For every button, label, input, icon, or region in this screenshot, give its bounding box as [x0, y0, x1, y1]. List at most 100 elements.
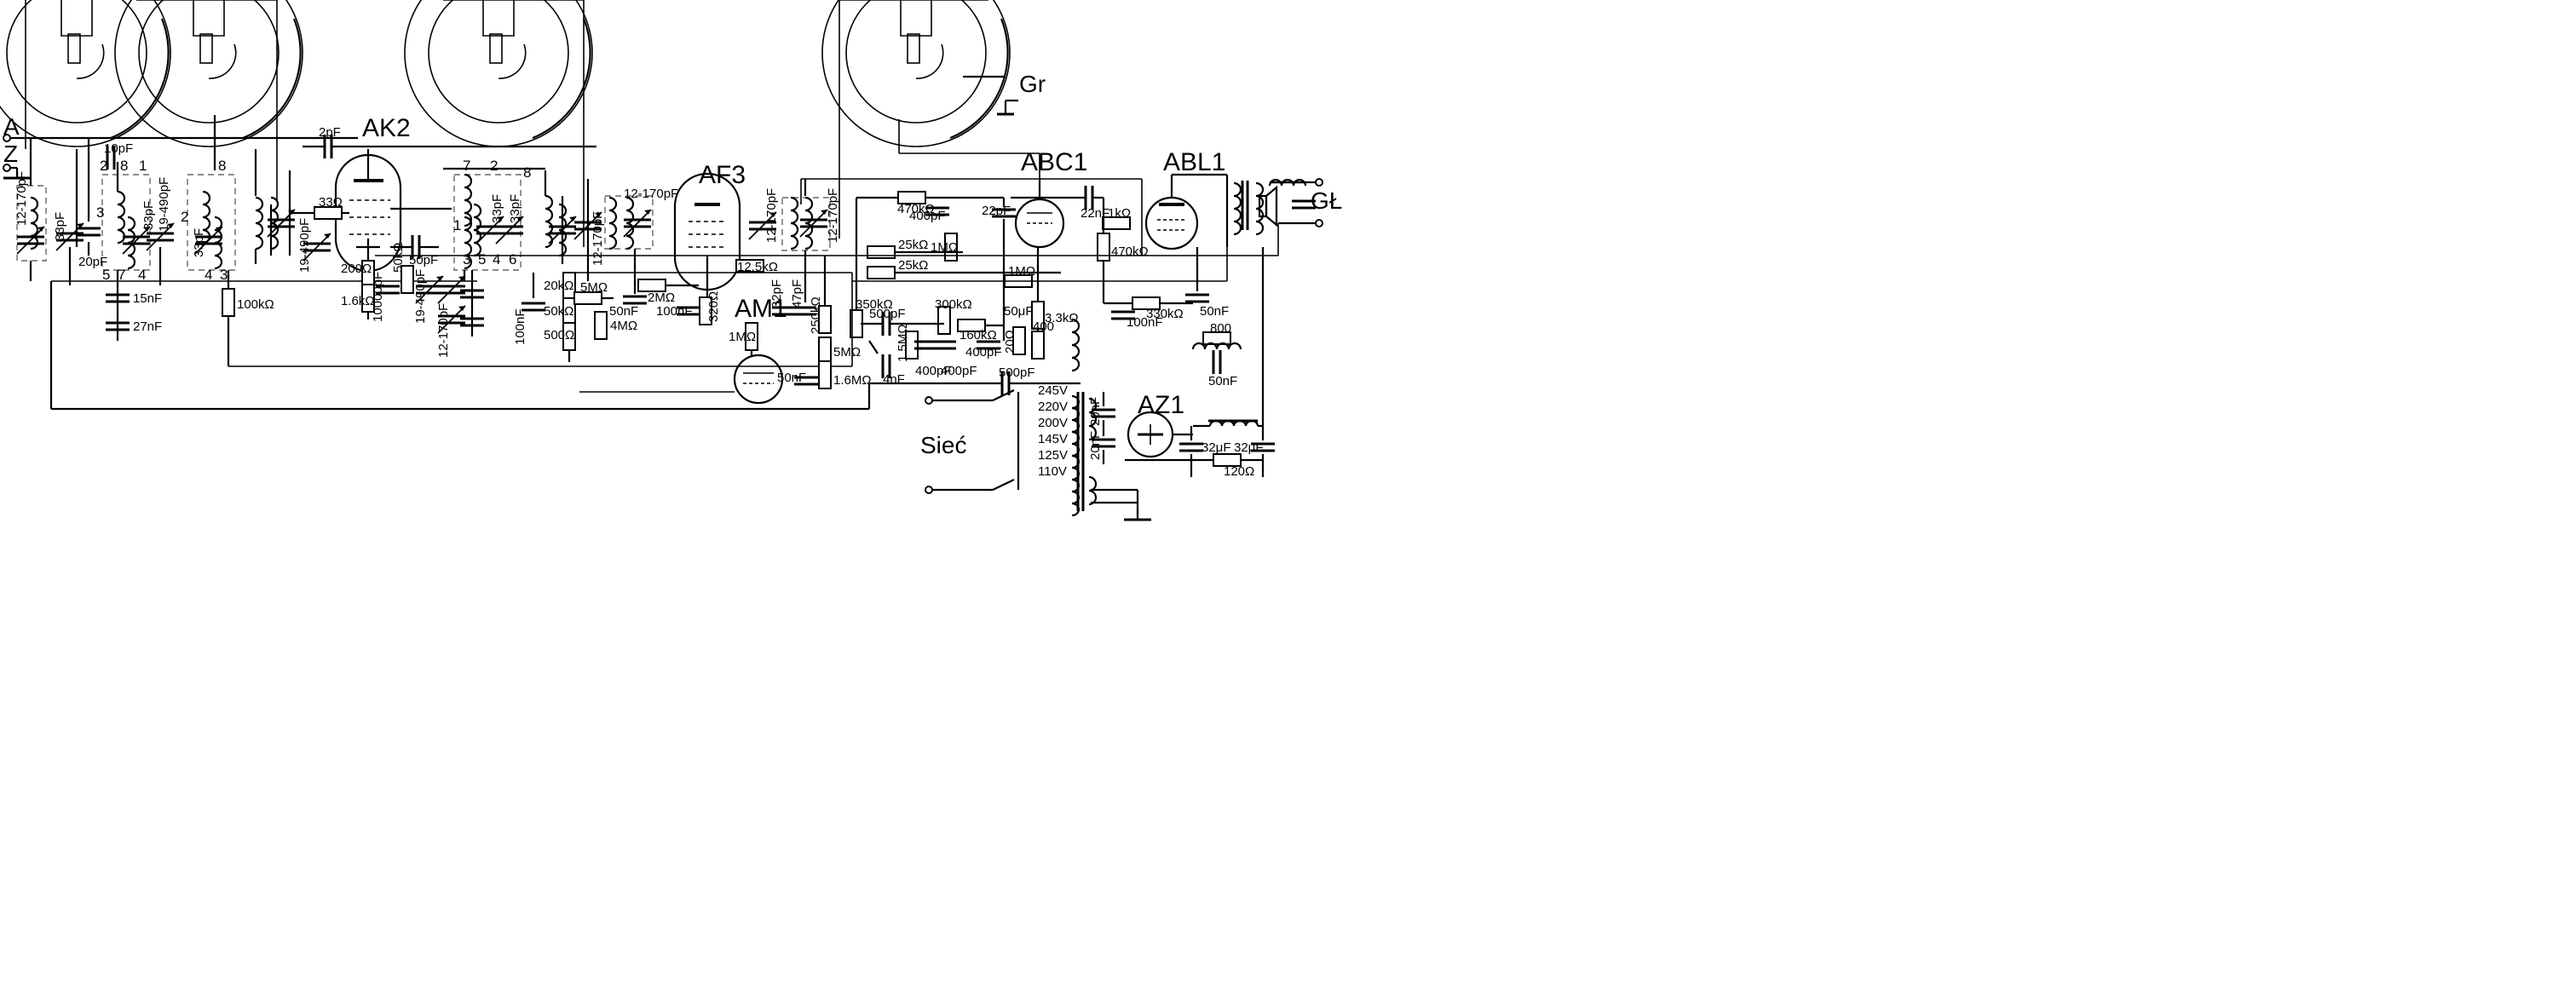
coil-block-b: 33pF 2 8 4 3 100kΩ — [181, 115, 852, 367]
pin-ifa-1: 1 — [139, 158, 147, 174]
c-19-490pf-b: 19-490pF — [297, 218, 312, 273]
c-27nf: 27nF — [133, 319, 162, 334]
r-1m-b: 1MΩ — [931, 240, 958, 255]
r-5m-a: 5MΩ — [580, 280, 608, 295]
c-19-490pf-a: 19-490pF — [157, 177, 171, 232]
if2-coil-block: 12-170pF 12-170pF 2MΩ 50nF — [573, 179, 699, 319]
pin-osc-1: 1 — [453, 217, 461, 233]
tap-110v: 110V — [1038, 464, 1067, 479]
c-12-170pf-d: 12-170pF — [624, 187, 678, 201]
c-12-170pf-b: 12-170pF — [436, 303, 451, 358]
c-400pf-a: 400pF — [909, 209, 946, 223]
pickup-label: Gr — [1019, 71, 1046, 97]
pin-ifb-2: 2 — [181, 209, 188, 225]
c-400pf-b: 400pF — [915, 364, 952, 378]
ground-label: Z — [3, 141, 18, 167]
c-50uf: 50μF — [1004, 304, 1034, 319]
abl1-label: ABL1 — [1163, 148, 1225, 176]
oscillator-coil-block: 33pF 33pF 7 2 8 1 3 5 4 6 19-490pF 12-17… — [413, 158, 545, 358]
wafer-switch-3[interactable] — [403, 0, 594, 247]
c-32pf: 32pF — [769, 279, 784, 308]
pin-ifa-3: 3 — [96, 204, 104, 221]
c-500pf-a: 500pF — [869, 307, 906, 321]
c-10pf: 10pF — [104, 141, 133, 156]
c-12-170pf-e: 12-170pF — [591, 211, 605, 266]
pin-ifa-2: 2 — [100, 158, 107, 174]
az1-rectifier[interactable]: AZ1 32μF 32μF 120Ω — [1125, 247, 1276, 479]
antenna-label: A — [3, 113, 20, 140]
volume-tone-controls[interactable]: 350kΩ 500pF 300kΩ 160kΩ 1.5MΩ 4nF 400pF … — [850, 297, 1004, 387]
rf-coil-pair — [254, 149, 297, 264]
r-2m: 2MΩ — [648, 291, 675, 305]
r-33: 33Ω — [319, 195, 343, 210]
c-50nf-a: 50nF — [609, 304, 638, 319]
wafer-switch-4[interactable] — [821, 0, 1011, 239]
r-1k: 1kΩ — [1108, 206, 1131, 221]
pin-ifa-4: 4 — [138, 267, 146, 283]
af3-tube[interactable]: AF3 100nF 320Ω 12.5kΩ — [656, 161, 778, 325]
pin-ifa-5: 5 — [102, 267, 110, 283]
r-25k-b: 25kΩ — [898, 258, 928, 273]
c-20nf-a: 20nF — [1088, 397, 1103, 426]
c-50pf: 50pF — [409, 253, 438, 268]
r-20: 20Ω — [1003, 330, 1017, 354]
r-25k-a: 25kΩ — [898, 238, 928, 252]
c-4nf: 4nF — [883, 372, 905, 387]
r-1m-a: 1MΩ — [729, 330, 756, 344]
r-4m: 4MΩ — [610, 319, 637, 333]
r-1-6m: 1.6MΩ — [833, 373, 872, 388]
af3-label: AF3 — [699, 161, 746, 189]
c-500pf-b: 500pF — [999, 365, 1035, 380]
pin-osc-8: 8 — [523, 164, 531, 181]
pin-ifa-7: 7 — [118, 267, 125, 283]
c-50nf-b: 50nF — [777, 371, 806, 385]
mains-transformer[interactable]: 500pF 245V 220V 200V 145V 125V 110V 20nF… — [49, 281, 1153, 521]
ground-terminal[interactable]: Z — [2, 141, 32, 180]
pin-osc-3: 3 — [463, 251, 470, 268]
c-10000pf: 10000pF — [371, 272, 385, 322]
antenna-terminal[interactable]: A — [3, 113, 358, 142]
bus-wiring — [375, 119, 1279, 366]
pin-osc-4: 4 — [493, 251, 500, 268]
r-250k: 250kΩ — [809, 296, 823, 334]
r-300k: 300kΩ — [935, 297, 972, 312]
speaker-terminal[interactable]: GŁ — [1311, 178, 1342, 227]
antenna-coil-section: 12-170pF 10pF 33pF 20pF 33pF 19-490pF 15… — [14, 138, 477, 341]
abl1-tube[interactable]: ABL1 50nF 800 50nF — [1144, 148, 1242, 388]
r-12-5k: 12.5kΩ — [737, 260, 778, 274]
am1-tube[interactable]: AM1 1MΩ 50nF — [579, 295, 820, 405]
tap-200v: 200V — [1038, 416, 1068, 430]
r-5m-b: 5MΩ — [833, 345, 861, 360]
r-3-3k: 3.3kΩ — [1045, 311, 1079, 325]
ak2-label: AK2 — [362, 114, 411, 142]
r-350k: 350kΩ — [856, 297, 893, 312]
am1-label: AM1 — [735, 295, 787, 323]
c-2pf: 2pF — [319, 125, 341, 140]
c-19-490pf-c: 19-490pF — [413, 269, 428, 324]
c-50nf-d: 50nF — [1208, 374, 1237, 388]
c-33pf-e: 33pF — [508, 194, 522, 223]
pickup-terminal[interactable]: Gr — [963, 71, 1046, 116]
r-1-5m: 1.5MΩ — [896, 324, 910, 362]
abc1-label: ABC1 — [1021, 148, 1087, 176]
c-400pf-d: 400pF — [965, 345, 1002, 360]
wafer-switch-2[interactable] — [113, 0, 304, 200]
if1-coil: 100nF — [513, 170, 578, 345]
r-470k-a: 470kΩ — [897, 202, 935, 216]
c-20pf: 20pF — [78, 255, 107, 269]
divider-network: 20kΩ 50kΩ 500Ω 5MΩ 4MΩ — [544, 272, 852, 362]
c-15nf: 15nF — [133, 291, 162, 306]
c-12-170pf-f: 12-170pF — [764, 188, 779, 243]
r-200: 200Ω — [341, 262, 372, 276]
ak2-tube[interactable]: AK2 2pF 33Ω 19-490pF 200Ω 1.6kΩ 10000pF … — [290, 114, 596, 322]
r-50k-b: 50kΩ — [544, 304, 573, 319]
c-22pf: 22pF — [982, 204, 1011, 218]
c-32uf-b: 32μF — [1234, 440, 1264, 455]
c-50nf-c: 50nF — [1200, 304, 1229, 319]
c-100nf-b: 100nF — [656, 304, 693, 319]
if3-coil-block: 12-170pF 12-170pF 32pF 47pF 250kΩ 5MΩ 1.… — [747, 179, 872, 389]
c-12-170pf-ant: 12-170pF — [14, 171, 29, 226]
output-stage — [1225, 175, 1317, 247]
r-50k-a: 50kΩ — [391, 243, 406, 273]
